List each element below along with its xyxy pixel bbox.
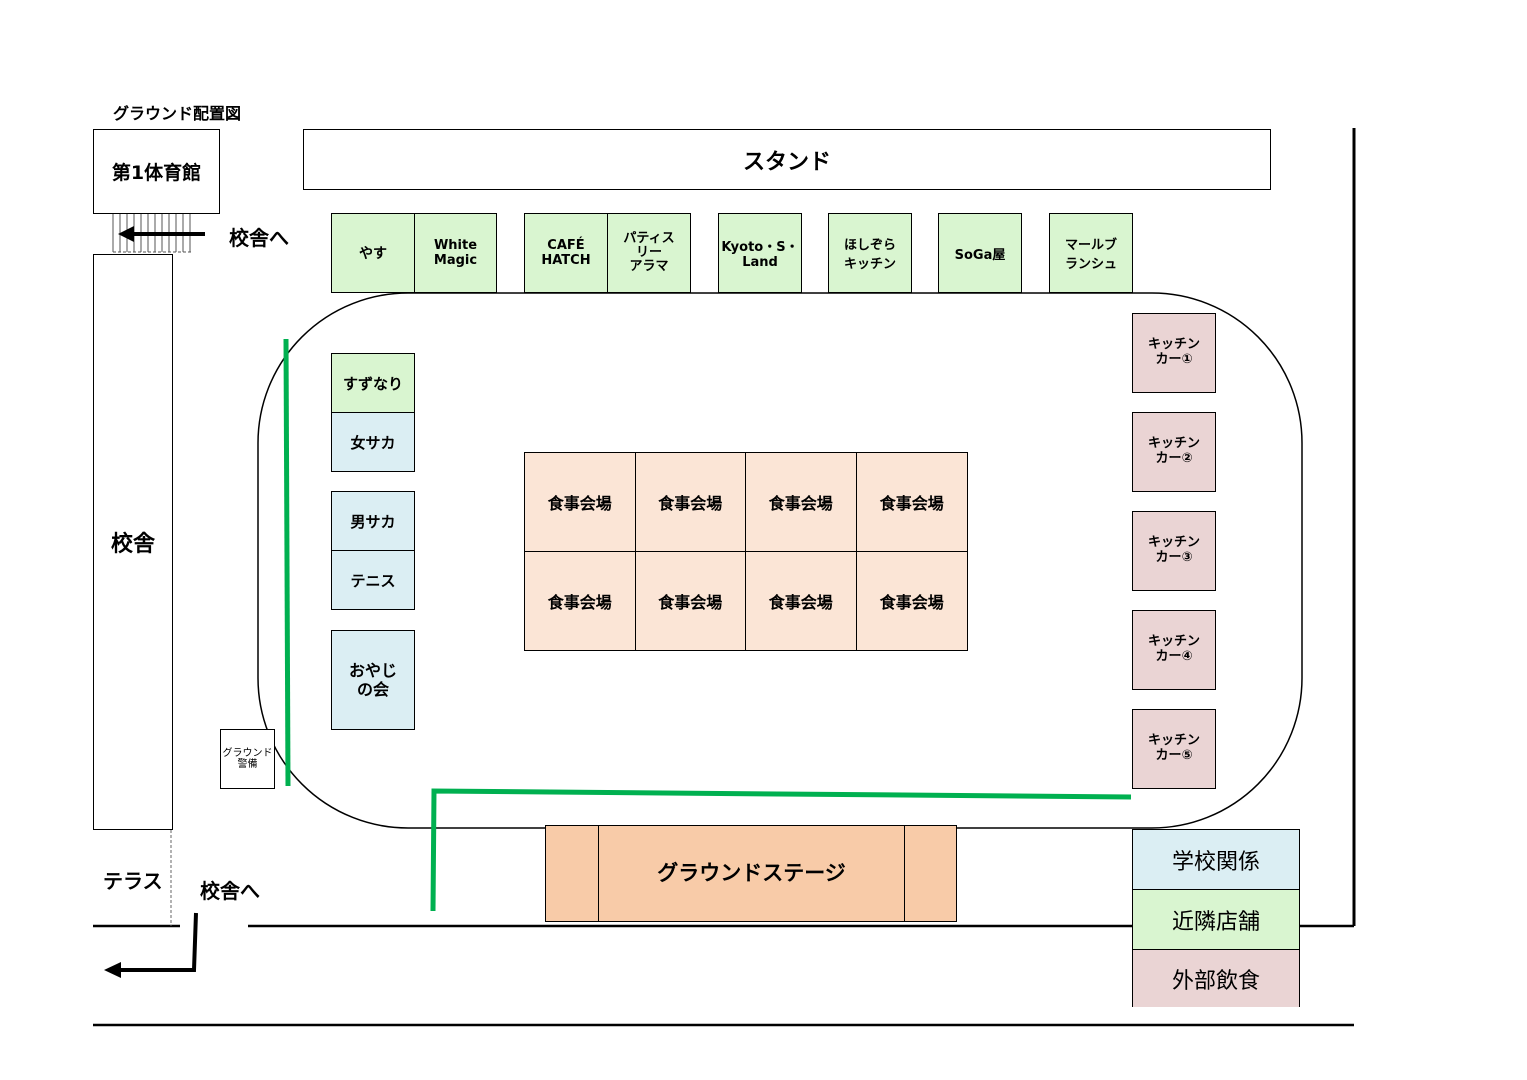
legend-local: 近隣店舗 bbox=[1133, 890, 1299, 950]
dining-label: 食事会場 bbox=[658, 493, 723, 513]
stage-wing-right bbox=[904, 825, 957, 922]
kitchen-car-1[interactable]: キッチン カー① bbox=[1132, 313, 1216, 393]
kitchen-car-label: キッチン カー① bbox=[1147, 337, 1200, 367]
arrow-down-left-icon bbox=[104, 912, 198, 978]
gym-label: 第1体育館 bbox=[111, 162, 202, 184]
booth-label: テニス bbox=[350, 571, 396, 590]
dining-seat[interactable]: 食事会場 bbox=[525, 453, 636, 552]
booth-suzunari[interactable]: すずなり bbox=[331, 353, 415, 413]
dining-label: 食事会場 bbox=[879, 493, 944, 513]
dining-seat[interactable]: 食事会場 bbox=[746, 551, 857, 650]
dining-label: 食事会場 bbox=[768, 592, 833, 612]
dining-seat[interactable]: 食事会場 bbox=[635, 551, 746, 650]
dining-label: 食事会場 bbox=[547, 493, 612, 513]
booth-label: おやじ の会 bbox=[348, 660, 397, 699]
booth-label: やす bbox=[359, 246, 387, 262]
booth-marlbranche[interactable]: マールブ ランシュ bbox=[1049, 213, 1133, 293]
ground-stage[interactable] bbox=[545, 825, 957, 922]
dining-label: 食事会場 bbox=[879, 592, 944, 612]
stage-label: グラウンドステージ bbox=[657, 861, 846, 885]
booth-tennis[interactable]: テニス bbox=[331, 550, 415, 610]
booth-oyaji-no-kai[interactable]: おやじ の会 bbox=[331, 630, 415, 730]
stage-wing-left bbox=[545, 825, 599, 922]
kitchen-car-label: キッチン カー② bbox=[1147, 436, 1200, 466]
kitchen-car-label: キッチン カー③ bbox=[1147, 535, 1200, 565]
to-school-label-bottom: 校舎へ bbox=[200, 879, 260, 903]
booth-cafe-hatch[interactable]: CAFÉ HATCH bbox=[524, 213, 608, 293]
dining-seat[interactable]: 食事会場 bbox=[635, 453, 746, 552]
legend-label: 近隣店舗 bbox=[1171, 909, 1260, 935]
booth-label: すずなり bbox=[342, 374, 403, 393]
green-route-vertical-left bbox=[283, 338, 291, 787]
green-route-bottom bbox=[430, 788, 1132, 912]
booth-label: マールブ ランシュ bbox=[1064, 238, 1117, 272]
kitchen-car-label: キッチン カー④ bbox=[1147, 634, 1200, 664]
kitchen-car-label: キッチン カー⑤ bbox=[1147, 733, 1200, 763]
stand[interactable]: スタンド bbox=[303, 129, 1271, 190]
legend-label: 学校関係 bbox=[1171, 849, 1260, 875]
booth-label: パティス リー アラマ bbox=[623, 230, 675, 275]
to-school-label-top: 校舎へ bbox=[229, 226, 289, 250]
legend-external: 外部飲食 bbox=[1133, 950, 1299, 1007]
kitchen-car-5[interactable]: キッチン カー⑤ bbox=[1132, 709, 1216, 789]
booth-white-magic[interactable]: White Magic bbox=[414, 213, 497, 293]
booth-label: 男サカ bbox=[350, 512, 396, 531]
booth-label: 女サカ bbox=[350, 433, 396, 452]
kitchen-car-4[interactable]: キッチン カー④ bbox=[1132, 610, 1216, 690]
booth-kyoto-s-land[interactable]: Kyoto・S・ Land bbox=[718, 213, 802, 293]
dining-area: 食事会場 食事会場 食事会場 食事会場 食事会場 食事会場 食事会場 食事会場 bbox=[524, 452, 968, 651]
dining-seat[interactable]: 食事会場 bbox=[746, 453, 857, 552]
booth-sogaya[interactable]: SoGa屋 bbox=[938, 213, 1022, 293]
booth-patisserie-arama[interactable]: パティス リー アラマ bbox=[607, 213, 691, 293]
kitchen-car-2[interactable]: キッチン カー② bbox=[1132, 412, 1216, 492]
ground-guard-label: グラウンド 警備 bbox=[222, 747, 273, 771]
booth-label: SoGa屋 bbox=[954, 247, 1006, 263]
booth-label: CAFÉ HATCH bbox=[541, 238, 591, 268]
booth-men-soccer[interactable]: 男サカ bbox=[331, 491, 415, 551]
arrow-left-icon bbox=[118, 226, 205, 242]
booth-women-soccer[interactable]: 女サカ bbox=[331, 412, 415, 472]
dining-label: 食事会場 bbox=[768, 493, 833, 513]
booth-label: Kyoto・S・ Land bbox=[721, 240, 799, 270]
stand-label: スタンド bbox=[742, 149, 831, 175]
legend: 学校関係 近隣店舗 外部飲食 bbox=[1132, 829, 1300, 1007]
map-title: グラウンド配置図 bbox=[113, 104, 242, 123]
gym-building[interactable]: 第1体育館 bbox=[93, 129, 220, 214]
dining-label: 食事会場 bbox=[658, 592, 723, 612]
booth-yasu[interactable]: やす bbox=[331, 213, 415, 293]
ground-guard-booth[interactable]: グラウンド 警備 bbox=[220, 729, 275, 789]
terrace-label: テラス bbox=[103, 869, 163, 893]
legend-label: 外部飲食 bbox=[1171, 968, 1260, 994]
legend-school: 学校関係 bbox=[1133, 830, 1299, 890]
school-building-label: 校舎 bbox=[110, 532, 155, 557]
kitchen-car-3[interactable]: キッチン カー③ bbox=[1132, 511, 1216, 591]
dining-seat[interactable]: 食事会場 bbox=[856, 551, 967, 650]
booth-hoshizora-kitchen[interactable]: ほしぞら キッチン bbox=[828, 213, 912, 293]
dining-seat[interactable]: 食事会場 bbox=[525, 551, 636, 650]
dining-seat[interactable]: 食事会場 bbox=[856, 453, 967, 552]
school-building[interactable]: 校舎 bbox=[93, 254, 173, 830]
booth-label: White Magic bbox=[433, 238, 478, 268]
dining-label: 食事会場 bbox=[547, 592, 612, 612]
booth-label: ほしぞら キッチン bbox=[843, 238, 896, 272]
